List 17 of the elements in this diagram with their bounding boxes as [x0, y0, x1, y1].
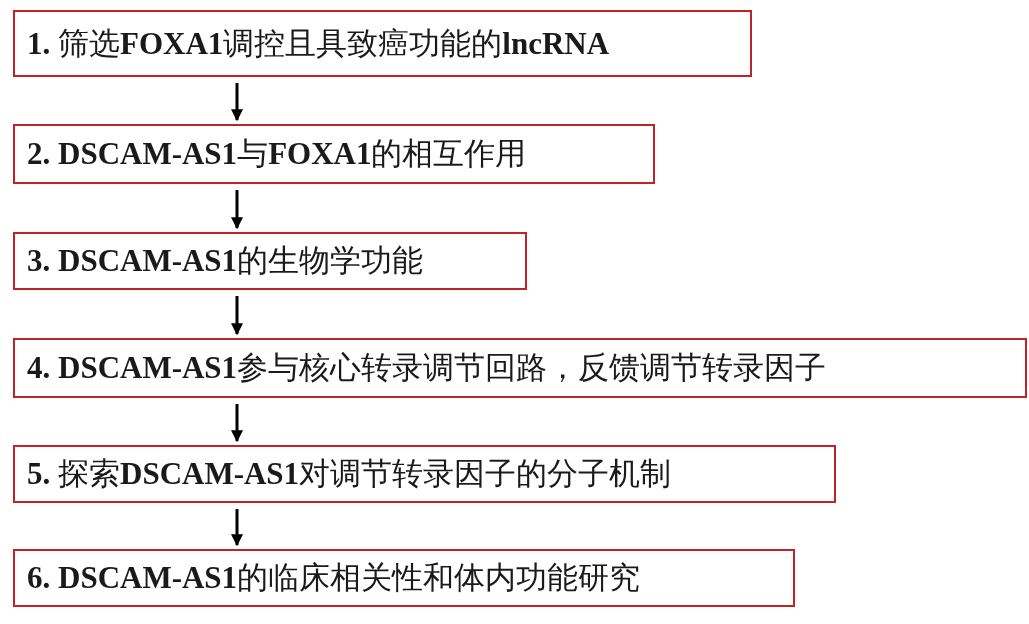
step-text: 5. 探索DSCAM-AS1对调节转录因子的分子机制	[27, 455, 672, 493]
step-text: 3. DSCAM-AS1的生物学功能	[27, 242, 424, 280]
arrow	[231, 190, 243, 230]
arrow	[231, 83, 243, 122]
step-text: 1. 筛选FOXA1调控且具致癌功能的lncRNA	[27, 24, 610, 63]
step-box	[13, 445, 836, 503]
arrow	[231, 509, 243, 547]
step-text: 6. DSCAM-AS1的临床相关性和体内功能研究	[27, 559, 641, 597]
step-box	[13, 124, 655, 184]
arrow	[231, 296, 243, 336]
step-text: 2. DSCAM-AS1与FOXA1的相互作用	[27, 135, 527, 173]
step-box	[13, 10, 752, 77]
step-text: 4. DSCAM-AS1参与核心转录调节回路，反馈调节转录因子	[27, 349, 827, 387]
arrow	[231, 404, 243, 443]
step-box	[13, 549, 795, 607]
step-box	[13, 338, 1027, 398]
step-box	[13, 232, 527, 290]
